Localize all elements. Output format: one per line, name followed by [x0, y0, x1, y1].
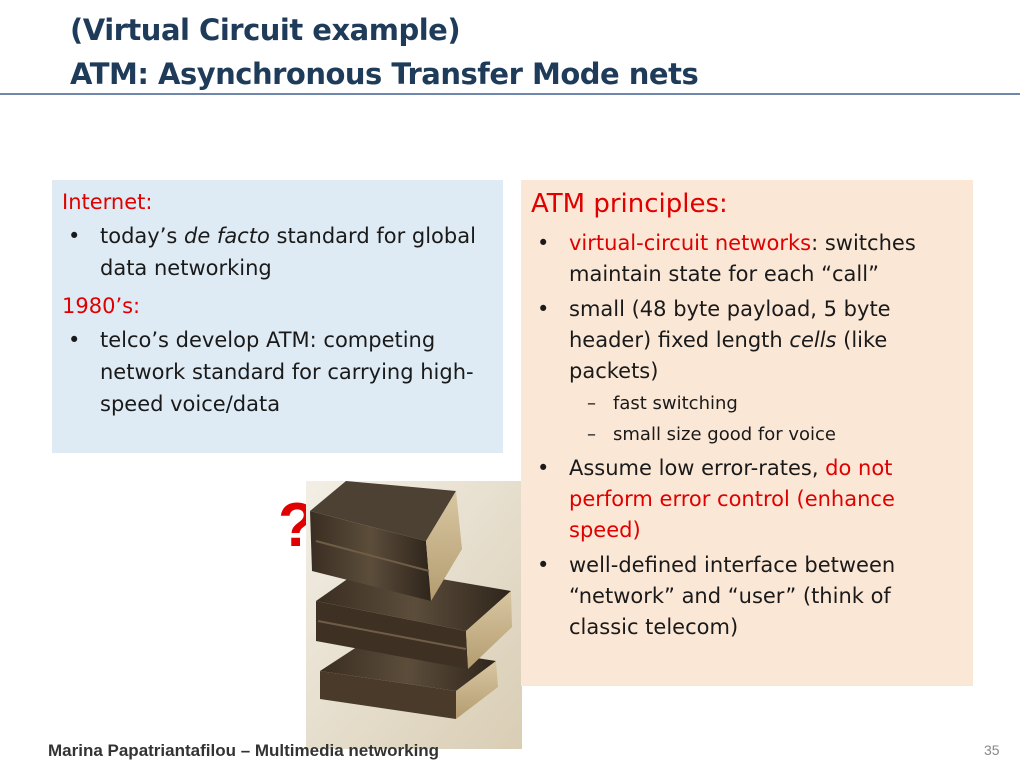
- internet-heading: Internet:: [62, 190, 153, 214]
- eighties-heading: 1980’s:: [62, 294, 141, 318]
- title-line-1: (Virtual Circuit example): [70, 13, 461, 47]
- fast-switching-subbullet: fast switching: [531, 389, 963, 418]
- bullet-italic-text: de facto: [184, 224, 270, 248]
- virtual-circuit-bullet: virtual-circuit networks: switches maint…: [531, 228, 963, 290]
- bullet-text: small (48 byte payload, 5 byte header) f…: [569, 297, 891, 352]
- atm-principles-box: ATM principles: virtual-circuit networks…: [521, 180, 973, 686]
- title-line-2: ATM: Asynchronous Transfer Mode nets: [70, 57, 699, 91]
- old-books-image: [306, 481, 522, 749]
- bullet-text: Assume low error-rates,: [569, 456, 826, 480]
- page-number: 35: [984, 742, 1000, 758]
- interface-bullet: well-defined interface between “network”…: [531, 550, 963, 643]
- internet-box: Internet: today’s de facto standard for …: [52, 180, 503, 453]
- bullet-text: (like packets): [569, 328, 888, 383]
- footer-author: Marina Papatriantafilou – Multimedia net…: [48, 741, 440, 760]
- bullet-text: today’s: [100, 224, 184, 248]
- bullet-text: standard for global data networking: [100, 224, 476, 280]
- telco-bullet: telco’s develop ATM: competing network s…: [62, 324, 493, 420]
- internet-bullet: today’s de facto standard for global dat…: [62, 220, 493, 284]
- slide-title: (Virtual Circuit example) ATM: Asynchron…: [70, 8, 970, 96]
- highlight-text: virtual-circuit networks: [569, 231, 812, 255]
- small-size-subbullet: small size good for voice: [531, 420, 963, 449]
- bullet-italic-text: cells: [789, 328, 837, 352]
- bullet-text: : switches maintain state for each “call…: [569, 231, 916, 286]
- cells-bullet: small (48 byte payload, 5 byte header) f…: [531, 294, 963, 387]
- highlight-text: do not perform error control (enhance sp…: [569, 456, 895, 542]
- error-rate-bullet: Assume low error-rates, do not perform e…: [531, 453, 963, 546]
- title-divider: [0, 93, 1020, 95]
- atm-principles-heading: ATM principles:: [531, 189, 728, 219]
